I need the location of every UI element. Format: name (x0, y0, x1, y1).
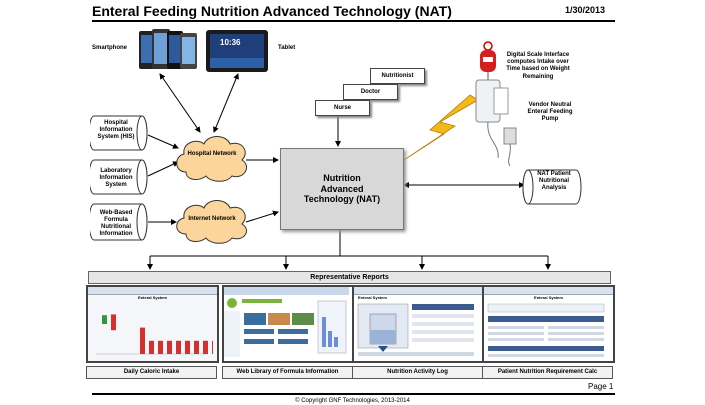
report-nutrition-activity-log[interactable]: Enteral System (352, 285, 485, 363)
report-patient-requirement-calc[interactable]: Enteral System (482, 285, 615, 363)
report-daily-caloric-intake[interactable]: Enteral System (86, 285, 219, 363)
report-window-title: Enteral System (358, 295, 387, 300)
web-library-mockup (224, 287, 349, 357)
lightning-bolt-icon (403, 94, 479, 161)
source-lab: Laboratory Information System (99, 168, 133, 188)
report-window-title: Enteral System (534, 295, 563, 300)
report-window-bar (88, 287, 217, 295)
report-window-title: Enteral System (138, 295, 167, 300)
source-cylinders (90, 115, 148, 241)
hospital-network-label: Hospital Network (187, 151, 237, 157)
reports-header: Representative Reports (88, 271, 611, 284)
nat-core-label: Nutrition Advanced Technology (NAT) (303, 172, 381, 205)
caloric-bar (140, 327, 145, 354)
pump-text: Vendor Neutral Enteral Feeding Pump (527, 102, 573, 123)
caloric-bar (111, 314, 116, 331)
report-window-bar (484, 287, 613, 295)
caloric-bar (158, 340, 163, 354)
caloric-bar (194, 340, 199, 354)
analysis-cylinder (522, 169, 582, 205)
header-divider (92, 20, 615, 22)
staff-nutritionist: Nutritionist (370, 68, 425, 84)
nat-core-box: Nutrition Advanced Technology (NAT) (280, 148, 404, 230)
hospital-network-cloud (176, 136, 247, 182)
caption-nutrition-activity-log: Nutrition Activity Log (352, 366, 483, 379)
copyright: © Copyright GNF Technologies, 2013-2014 (295, 398, 410, 404)
smartphone-icon (139, 29, 197, 69)
caption-patient-requirement-calc: Patient Nutrition Requirement Calc (482, 366, 613, 379)
caption-daily-caloric-intake: Daily Caloric Intake (86, 366, 217, 379)
requirement-calc-mockup (487, 303, 605, 357)
activity-log-mockup (357, 303, 474, 356)
tablet-clock: 10:36 (220, 38, 241, 47)
report-web-library[interactable] (222, 285, 355, 363)
internet-network-label: Internet Network (188, 216, 236, 222)
caloric-bar (176, 340, 181, 354)
scale-interface-text: Digital Scale Interface computes Intake … (506, 52, 570, 80)
page-number: Page 1 (588, 382, 614, 391)
staff-nurse: Nurse (315, 100, 370, 116)
analysis-label: NAT Patient Nutritional Analysis (537, 171, 571, 191)
caloric-bar (149, 340, 154, 354)
caloric-bar (212, 340, 217, 354)
caloric-bar (102, 315, 107, 324)
footer-divider (92, 393, 615, 395)
report-window-bar (354, 287, 483, 295)
caloric-bar (167, 340, 172, 354)
internet-network-cloud (176, 200, 247, 244)
caloric-bar (203, 340, 208, 354)
tablet-icon (206, 30, 268, 72)
smartphone-label: Smartphone (92, 45, 128, 51)
feeding-pump-icon (475, 41, 517, 167)
caloric-bar (185, 340, 190, 354)
tablet-label: Tablet (278, 45, 296, 51)
caption-web-library: Web Library of Formula Information (222, 366, 353, 379)
document-date: 1/30/2013 (565, 5, 606, 15)
source-his: Hospital Information System (HIS) (97, 120, 135, 140)
staff-doctor: Doctor (343, 84, 398, 100)
page-title: Enteral Feeding Nutrition Advanced Techn… (92, 3, 452, 19)
source-formula: Web-Based Formula Nutritional Informatio… (99, 210, 133, 237)
caloric-intake-chart (96, 314, 217, 355)
